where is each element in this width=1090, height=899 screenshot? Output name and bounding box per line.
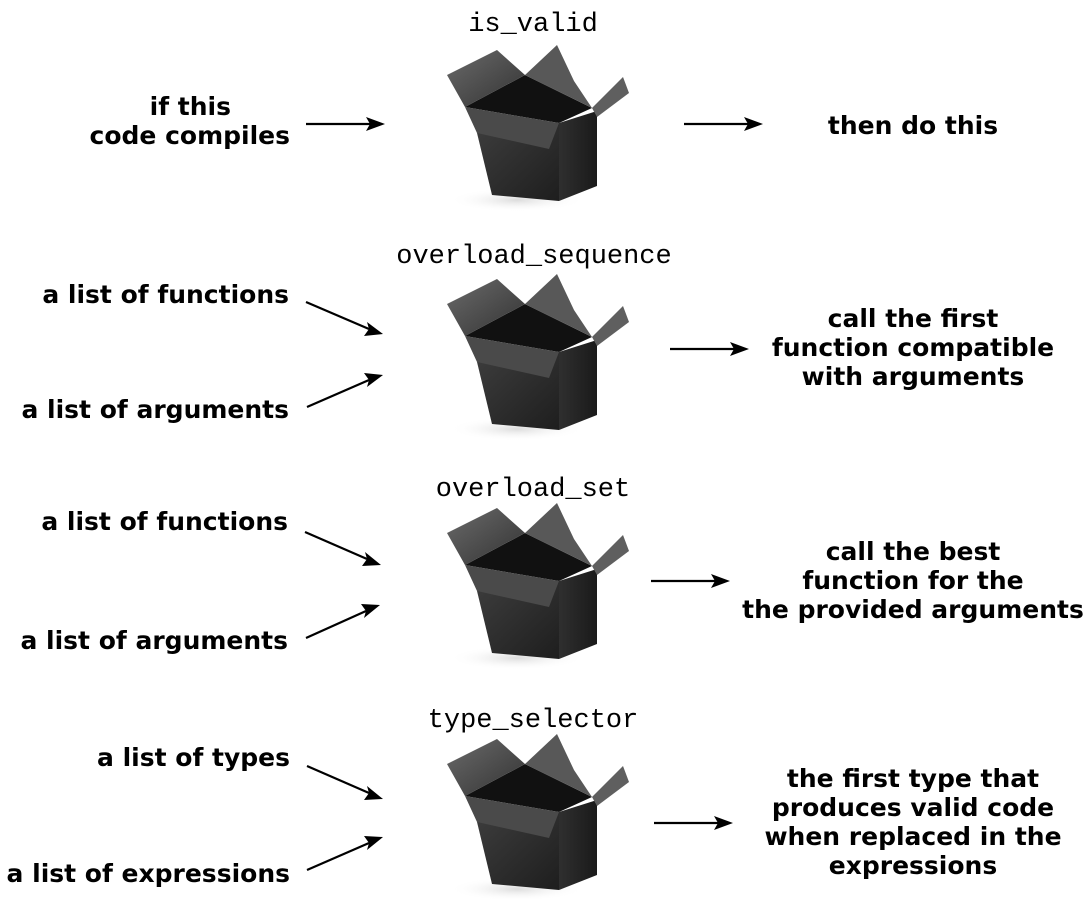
input-arrow — [305, 300, 383, 336]
output-label: when replaced in the — [764, 822, 1061, 851]
input-label: if this — [150, 92, 231, 121]
output-label: call the first — [828, 304, 999, 333]
row-overload-sequence: overload_sequence a list of functions a … — [21, 242, 1054, 441]
output-arrow — [670, 342, 749, 356]
input-arrow — [306, 764, 383, 800]
output-label: produces valid code — [772, 793, 1054, 822]
input-label: a list of functions — [41, 507, 288, 536]
output-arrow — [654, 816, 733, 830]
row-type-selector: type_selector a list of types a list of … — [7, 706, 1062, 899]
output-label: call the best — [826, 537, 1001, 566]
input-label: a list of expressions — [7, 859, 290, 888]
input-label: a list of arguments — [21, 395, 289, 424]
row-overload-set: overload_set a list of functions a list … — [20, 475, 1084, 670]
input-arrow — [306, 117, 385, 131]
input-label: code compiles — [90, 121, 290, 150]
output-label: function for the — [802, 566, 1023, 595]
input-label: a list of functions — [42, 280, 289, 309]
output-label: the provided arguments — [742, 595, 1084, 624]
input-label: a list of types — [97, 743, 290, 772]
output-label: the first type that — [787, 764, 1039, 793]
open-box-icon — [447, 503, 629, 670]
row-is-valid: is_valid if this code compiles then do t… — [90, 10, 998, 212]
module-title: overload_set — [436, 475, 630, 505]
open-box-icon — [447, 274, 629, 441]
output-label: expressions — [829, 851, 997, 880]
output-arrow — [684, 117, 763, 131]
module-title: overload_sequence — [396, 242, 671, 272]
open-box-icon — [447, 734, 629, 899]
input-arrow — [304, 530, 381, 566]
output-label: then do this — [828, 111, 998, 140]
module-title: is_valid — [468, 10, 598, 40]
input-arrow — [306, 836, 383, 872]
output-label: with arguments — [802, 362, 1025, 391]
open-box-icon — [447, 45, 629, 212]
input-arrow — [306, 373, 383, 409]
output-label: function compatible — [772, 333, 1054, 362]
input-arrow — [305, 604, 380, 640]
input-label: a list of arguments — [20, 626, 288, 655]
output-arrow — [651, 574, 730, 588]
module-title: type_selector — [428, 706, 639, 736]
